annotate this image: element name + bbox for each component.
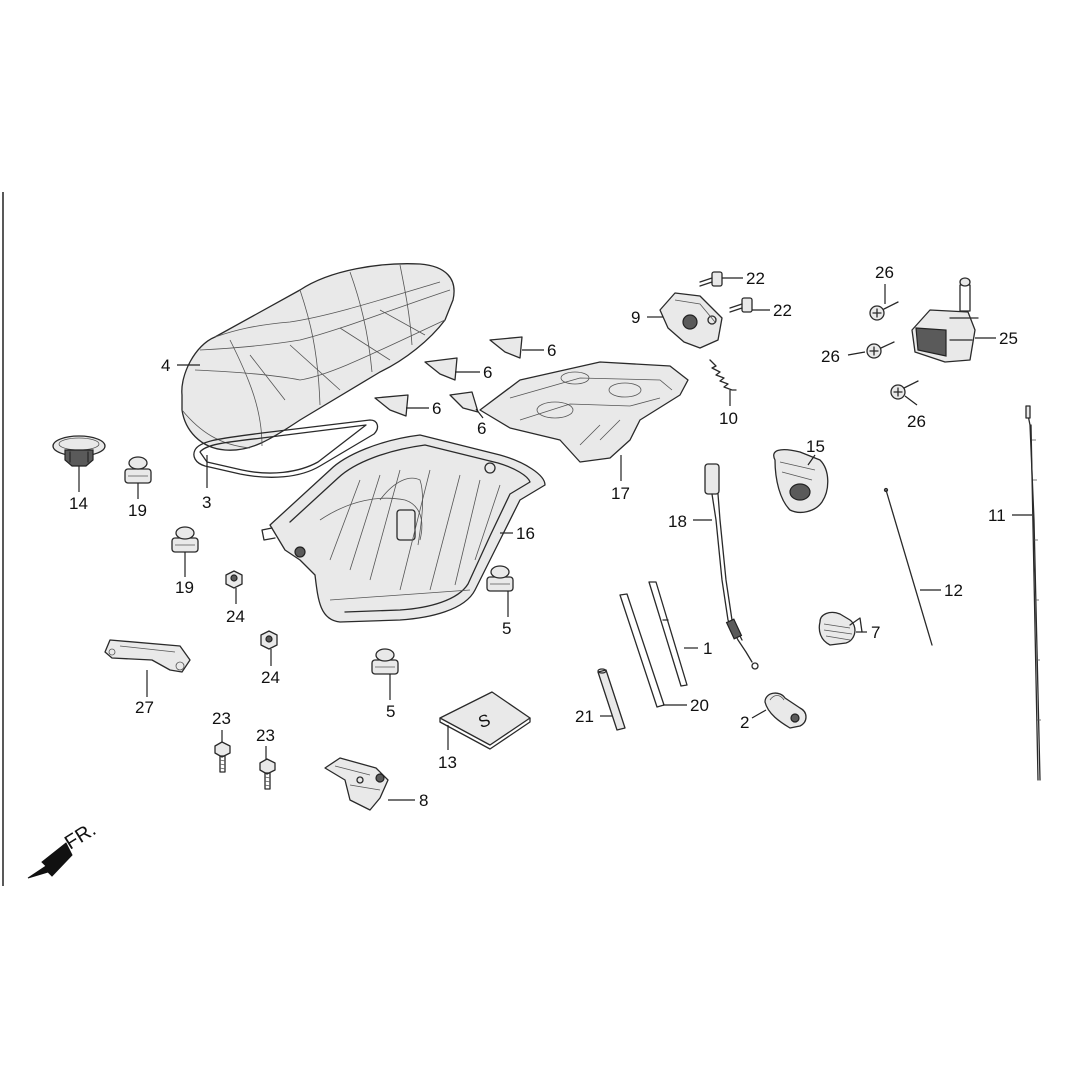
callout-17: 17 <box>611 484 630 503</box>
screw <box>890 380 919 400</box>
callout-19: 19 <box>128 501 147 520</box>
callout-1: 1 <box>703 639 712 658</box>
callout-10: 10 <box>719 409 738 428</box>
callout-12: 12 <box>944 581 963 600</box>
front-arrow-icon <box>27 842 73 879</box>
callout-3: 3 <box>202 493 211 512</box>
callout-9: 9 <box>631 308 640 327</box>
callout-18: 18 <box>668 512 687 531</box>
foam-pad <box>424 357 458 381</box>
nut <box>225 570 243 589</box>
callout-11: 11 <box>988 506 1006 525</box>
callout-27: 27 <box>135 698 154 717</box>
callout-19: 19 <box>175 578 194 597</box>
callout-14: 14 <box>69 494 88 513</box>
bolt <box>214 741 231 773</box>
seat-release-cable <box>704 463 759 670</box>
callout-2: 2 <box>740 713 749 732</box>
callout-6: 6 <box>547 341 556 360</box>
long-cable <box>1025 405 1041 781</box>
wire <box>883 487 933 646</box>
pin <box>597 668 626 731</box>
callout-5: 5 <box>386 702 395 721</box>
screw <box>869 301 899 321</box>
rubber-buffer <box>486 565 514 592</box>
rubber-buffer <box>124 456 152 484</box>
callout-26: 26 <box>821 347 840 366</box>
callout-6: 6 <box>483 363 492 382</box>
nut <box>260 630 278 650</box>
callout-5: 5 <box>502 619 511 638</box>
callout-26: 26 <box>907 412 926 431</box>
lock-cover <box>773 449 829 513</box>
callout-8: 8 <box>419 791 428 810</box>
callout-21: 21 <box>575 707 594 726</box>
spring <box>709 359 737 391</box>
under-seat-cover <box>479 361 689 463</box>
rod <box>648 581 688 687</box>
bolt <box>729 297 753 313</box>
clamp <box>764 692 807 729</box>
bracket <box>104 639 191 673</box>
callout-labels: 1 2 3 4 5 5 6 6 6 6 7 8 9 10 11 12 13 14… <box>69 263 1018 810</box>
callout-22: 22 <box>746 269 765 288</box>
callout-24: 24 <box>261 668 280 687</box>
callout-4: 4 <box>161 356 170 375</box>
spring <box>818 611 863 646</box>
bolt <box>259 758 276 790</box>
seat <box>181 263 455 451</box>
foam-pad <box>449 391 479 413</box>
rubber-buffer <box>171 526 199 553</box>
bolt <box>699 271 723 287</box>
callout-6: 6 <box>477 419 486 438</box>
leader-lines <box>78 277 1032 801</box>
screw <box>866 341 895 359</box>
callout-6: 6 <box>432 399 441 418</box>
callout-25: 25 <box>999 329 1018 348</box>
front-direction-indicator: FR. <box>27 819 100 879</box>
callout-15: 15 <box>806 437 825 456</box>
callout-16: 16 <box>516 524 535 543</box>
callout-23: 23 <box>256 726 275 745</box>
callout-22: 22 <box>773 301 792 320</box>
callout-26: 26 <box>875 263 894 282</box>
seat-gasket <box>193 419 379 478</box>
owners-manual: S <box>439 691 531 750</box>
callout-20: 20 <box>690 696 709 715</box>
seat-switch <box>911 277 979 363</box>
callout-24: 24 <box>226 607 245 626</box>
hinge-bracket <box>324 757 389 811</box>
foam-pad <box>374 394 409 417</box>
callout-7: 7 <box>871 623 880 642</box>
seat-lock <box>659 292 723 349</box>
rubber-buffer <box>371 648 399 675</box>
seat-hinge <box>52 435 106 467</box>
storage-box <box>261 434 546 623</box>
callout-23: 23 <box>212 709 231 728</box>
foam-pad <box>489 336 523 359</box>
callout-13: 13 <box>438 753 457 772</box>
